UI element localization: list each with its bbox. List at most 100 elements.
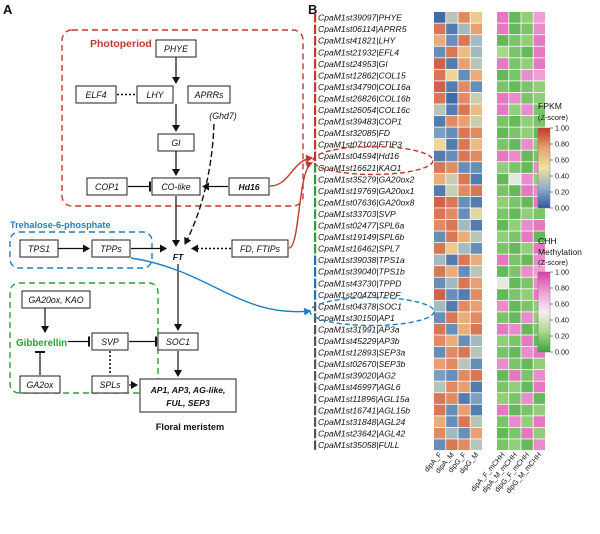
fpkm-cell [458, 150, 470, 162]
fpkm-cell [470, 162, 482, 173]
gene-label: CpaM1st12893|SEP3a [318, 348, 405, 358]
chh-cell [533, 393, 545, 404]
chh-cell [521, 312, 533, 324]
legend-tick-label: 0.40 [555, 316, 569, 325]
trehalose-label: Trehalose-6-phosphate [10, 220, 111, 230]
gene-group-bar [314, 209, 317, 219]
fpkm-cell [446, 439, 458, 451]
chh-cell [521, 381, 533, 393]
gene-label: CpaM1st31848|AGL24 [318, 417, 405, 427]
chh-cell [521, 231, 533, 243]
gene-group-bar [314, 140, 317, 150]
fpkm-cell [434, 335, 446, 347]
node-tpps: TPPs [100, 244, 122, 254]
chh-cell [509, 127, 521, 139]
gene-label: CpaM1st16462|SPL7 [318, 244, 401, 254]
fpkm-cell [458, 416, 470, 427]
fpkm-cell [434, 185, 446, 196]
fpkm-cell [470, 104, 482, 116]
chh-cell [521, 208, 533, 220]
gene-label: CpaM1st26826|COL16b [318, 93, 411, 103]
fpkm-cell [470, 312, 482, 324]
chh-cell [509, 231, 521, 243]
fpkm-cell [470, 127, 482, 139]
fpkm-cell [446, 69, 458, 81]
fpkm-cell [458, 254, 470, 266]
chh-legend-title: CHH [538, 236, 557, 246]
legend-tick-label: 0.20 [555, 188, 569, 197]
node-colike: CO-like [161, 182, 190, 192]
fpkm-cell [446, 208, 458, 220]
chh-cell [521, 346, 533, 358]
fpkm-cell [434, 81, 446, 93]
chh-cell [497, 243, 509, 254]
gene-label: CpaM1st33703|SVP [318, 209, 396, 219]
node-svp-box [91, 332, 129, 351]
chh-cell [497, 150, 509, 162]
chh-cell [509, 439, 521, 451]
fpkm-cell [458, 323, 470, 335]
fpkm-cell [458, 46, 470, 58]
fpkm-cell [446, 323, 458, 335]
fpkm-cell [470, 243, 482, 254]
fpkm-cell [470, 46, 482, 58]
chh-cell [533, 46, 545, 58]
chh-cell [497, 370, 509, 381]
chh-cell [521, 404, 533, 416]
chh-cell [521, 289, 533, 300]
chh-cell [533, 219, 545, 231]
chh-cell [497, 185, 509, 196]
chh-cell [497, 427, 509, 439]
fpkm-cell [470, 323, 482, 335]
fpkm-cell [470, 35, 482, 46]
chh-cell [509, 300, 521, 312]
node-aprrs: APRRs [194, 90, 224, 100]
fpkm-cell [446, 335, 458, 347]
chh-cell [497, 58, 509, 69]
chh-legend-subtitle: Methylation [538, 247, 582, 257]
node-tps1: TPS1 [28, 244, 50, 254]
node-spls-box [91, 375, 129, 394]
gene-group-bar [314, 186, 317, 196]
fpkm-cell [458, 162, 470, 173]
chh-cell [509, 323, 521, 335]
gene-label: CpaM1st39038|TPS1a [318, 255, 405, 265]
node-ga20ox-kao: GA20ox, KAO [28, 295, 83, 305]
chh-cell [521, 12, 533, 23]
chh-cell [521, 127, 533, 139]
chh-cell [533, 439, 545, 451]
chh-cell [521, 416, 533, 427]
chh-cell [521, 92, 533, 104]
chh-cell [509, 185, 521, 196]
fpkm-cell [446, 266, 458, 277]
gene-group-bar [314, 70, 317, 81]
fpkm-cell [458, 427, 470, 439]
connector-tpps-to-heatmap [130, 257, 311, 316]
fpkm-cell [470, 416, 482, 427]
fpkm-cell [434, 323, 446, 335]
fpkm-cell [458, 335, 470, 347]
gene-labels: CpaM1st39097|PHYECpaM1st06114|APRR5CpaM1… [318, 13, 415, 450]
gene-group-bar [314, 255, 317, 266]
chh-cell [521, 439, 533, 451]
gene-group-bar [314, 82, 317, 92]
gene-group-bar [314, 313, 317, 323]
chh-colorbar [537, 271, 551, 353]
gene-group-bar [314, 278, 317, 289]
fpkm-cell [434, 393, 446, 404]
chh-cell [533, 104, 545, 116]
legend-tick-label: 0.60 [555, 300, 569, 309]
chh-cell [509, 23, 521, 35]
gene-group-bar [314, 394, 317, 404]
fpkm-cell [446, 58, 458, 69]
fpkm-cell [458, 300, 470, 312]
node-ap1-box [139, 378, 237, 413]
fpkm-cell [470, 196, 482, 208]
chh-cell [497, 254, 509, 266]
node-phye: PHYE [164, 44, 188, 54]
gene-label: CpaM1st06114|APRR5 [318, 24, 407, 34]
gene-label: CpaM1st24953|GI [318, 59, 388, 69]
fpkm-cell [458, 393, 470, 404]
fpkm-cell [434, 266, 446, 277]
edge-ghd7-ft [184, 123, 215, 245]
